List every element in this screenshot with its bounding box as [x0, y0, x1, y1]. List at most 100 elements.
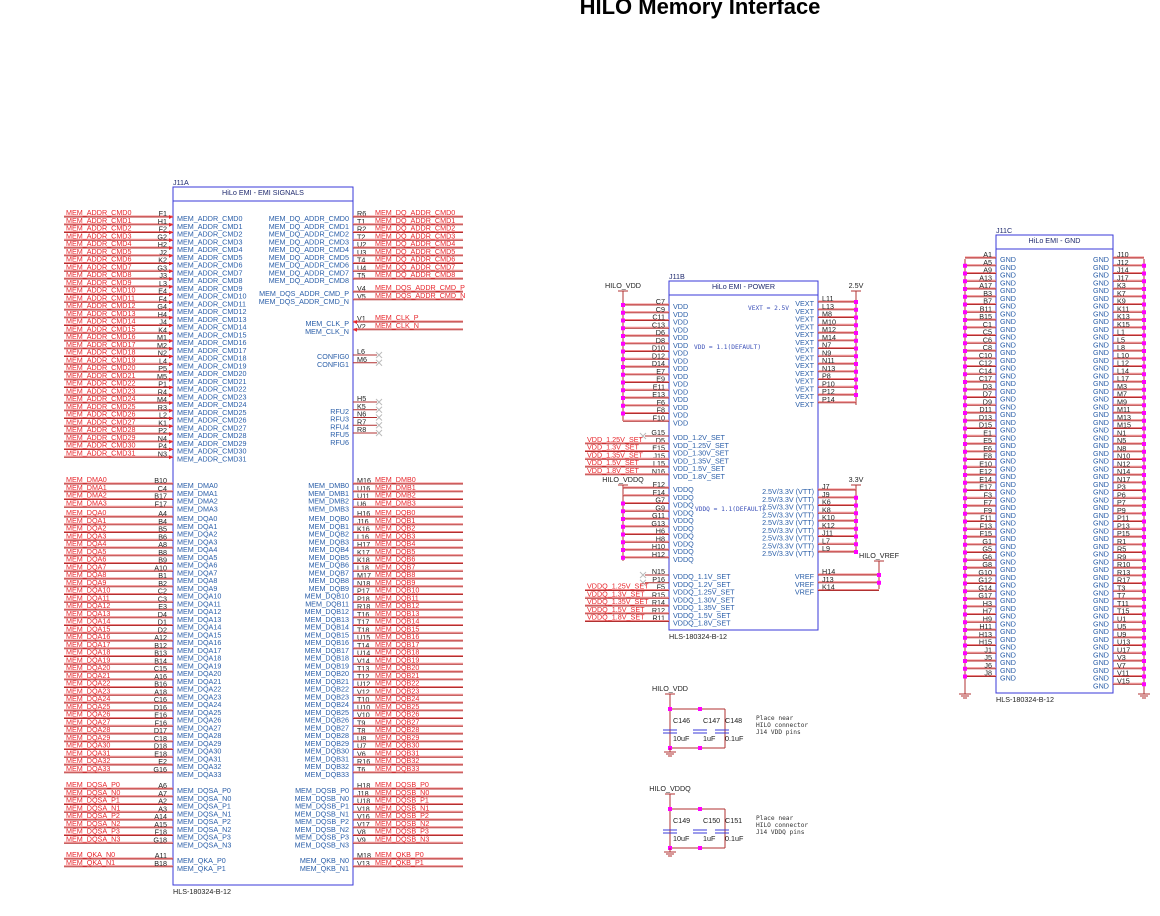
pin-name: MEM_ADDR_CMD29 [177, 439, 247, 448]
pin-name: MEM_DQB1 [309, 522, 349, 531]
pin-number: C12 [979, 359, 992, 368]
pin-name: VEXT [795, 299, 814, 308]
junction-dot [1142, 364, 1146, 369]
input-arrow-icon [169, 308, 173, 312]
junction-dot [963, 550, 967, 555]
pin-name: 2.5V/3.3V (VTT) [762, 503, 814, 512]
pin-number: K15 [1117, 320, 1130, 329]
pin-name: VDD [673, 341, 688, 350]
pin-name: GND [1000, 255, 1016, 264]
junction-dot [963, 659, 967, 663]
pin-number: E16 [154, 711, 167, 720]
pin-name: VDD [673, 325, 688, 334]
capacitor-value: 10uF [673, 834, 690, 843]
pin-name: VDD [673, 356, 688, 365]
pin-name: MEM_QKA_P1 [177, 864, 226, 873]
net-label: VDDQ_1.35V_SET [587, 597, 649, 606]
pin-name: MEM_DQB14 [305, 623, 349, 632]
junction-dot [1142, 659, 1146, 663]
pin-number: F9 [984, 506, 992, 515]
net-label: MEM_DQB12 [375, 601, 419, 610]
pin-name: GND [1000, 472, 1016, 481]
pin-number: B7 [983, 297, 992, 306]
pin-number: B2 [158, 579, 167, 588]
junction-dot [621, 326, 625, 331]
pin-number: R7 [357, 417, 366, 426]
net-label: MEM_DQ_ADDR_CMD5 [375, 247, 455, 256]
pin-number: M14 [822, 333, 836, 342]
pin-number: V5 [357, 292, 366, 301]
net-label: MEM_DQB28 [375, 725, 419, 734]
net-label: MEM_ADDR_CMD2 [66, 224, 132, 233]
pin-name: MEM_DMA1 [177, 489, 218, 498]
pin-number: T9 [357, 718, 365, 727]
pin-number: A3 [158, 804, 167, 813]
net-label: MEM_DQA20 [66, 663, 110, 672]
net-label: MEM_ADDR_CMD28 [66, 425, 136, 434]
pin-number: R6 [357, 209, 366, 218]
pin-name: MEM_DQB24 [305, 700, 349, 709]
pin-number: T4 [357, 256, 365, 265]
pin-number: G6 [982, 552, 992, 561]
pin-number: A14 [154, 812, 167, 821]
pin-name: CONFIG1 [317, 360, 349, 369]
pin-number: B15 [979, 312, 992, 321]
pin-number: M2 [157, 341, 167, 350]
pin-name: VEXT [795, 315, 814, 324]
pin-number: F14 [653, 488, 665, 497]
junction-dot [963, 457, 967, 462]
pin-name: GND [1093, 596, 1109, 605]
net-label: MEM_ADDR_CMD23 [66, 386, 136, 395]
pin-number: U5 [1117, 622, 1126, 631]
pin-name: GND [1093, 333, 1109, 342]
pin-number: F17 [155, 499, 167, 508]
net-label: MEM_DMA3 [66, 498, 107, 507]
pin-number: G9 [655, 503, 665, 512]
pin-name: GND [1093, 472, 1109, 481]
junction-dot [963, 364, 967, 369]
net-label: MEM_DQA26 [66, 710, 110, 719]
pin-name: GND [1000, 488, 1016, 497]
pin-name: MEM_DQ_ADDR_CMD1 [269, 222, 349, 231]
pin-name: MEM_ADDR_CMD15 [177, 330, 247, 339]
net-label: MEM_DQA4 [66, 539, 106, 548]
pin-name: VDDQ_1.1V_SET [673, 572, 731, 581]
net-label: MEM_DQA23 [66, 686, 110, 695]
pin-name: GND [1093, 278, 1109, 287]
junction-dot [668, 807, 672, 811]
pin-number: C1 [983, 320, 992, 329]
pin-name: MEM_DQA2 [177, 530, 217, 539]
pin-name: VEXT [795, 307, 814, 316]
junction-dot [1142, 542, 1146, 547]
pin-name: MEM_ADDR_CMD28 [177, 431, 247, 440]
pin-name: VDD_1.8V_SET [673, 472, 726, 481]
no-connect-mark [375, 421, 383, 429]
pin-name: MEM_DQA16 [177, 638, 221, 647]
net-label: MEM_DQA30 [66, 741, 110, 750]
net-label: MEM_DMA2 [66, 491, 107, 500]
pin-name: MEM_DQSB_P2 [295, 817, 349, 826]
net-label: MEM_DQA10 [66, 586, 110, 595]
pin-name: MEM_DQB0 [309, 514, 349, 523]
pin-number: M8 [822, 310, 832, 319]
junction-dot [963, 542, 967, 547]
pin-name: MEM_DQA3 [177, 537, 217, 546]
pin-name: MEM_DQS_ADDR_CMD_N [259, 297, 349, 306]
net-label: MEM_DQA5 [66, 547, 106, 556]
pin-name: MEM_ADDR_CMD1 [177, 222, 243, 231]
net-label: MEM_ADDR_CMD18 [66, 348, 136, 357]
pin-number: J11 [822, 529, 833, 538]
net-label: MEM_DQB0 [375, 508, 415, 517]
pin-name: GND [1000, 263, 1016, 272]
junction-dot [963, 380, 967, 384]
pin-name: GND [1093, 418, 1109, 427]
pin-number: E1 [983, 428, 992, 437]
pin-number: B16 [154, 680, 167, 689]
pin-number: D12 [652, 351, 665, 360]
pin-name: GND [1093, 643, 1109, 652]
pin-number: A4 [158, 509, 167, 518]
net-label: MEM_DQA9 [66, 578, 106, 587]
pin-name: MEM_DMA0 [177, 481, 218, 490]
pin-number: P16 [652, 575, 665, 584]
pin-number: B5 [158, 525, 167, 534]
